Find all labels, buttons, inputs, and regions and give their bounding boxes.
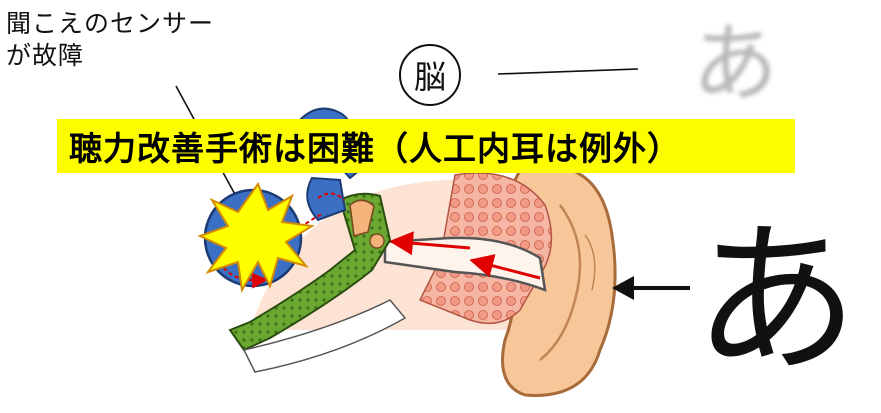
eustachian-tube	[228, 192, 392, 352]
brain-label: 脳	[399, 44, 461, 106]
incoming-sound-arrow-icon	[612, 276, 690, 300]
brain-leader-line	[497, 68, 639, 75]
tube-lining	[242, 299, 407, 373]
surgery-difficulty-banner: 聴力改善手術は困難（人工内耳は例外）	[57, 119, 795, 173]
sensor-failure-label: 聞こえのセンサー が故障	[6, 8, 336, 72]
sound-arrow-inner	[389, 231, 471, 256]
sensor-failure-line-2: が故障	[6, 41, 85, 70]
ossicles	[349, 199, 375, 238]
perceived-sound-blurred: あ	[692, 14, 778, 114]
outer-ear-fold	[539, 204, 582, 361]
incoming-sound-character: あ	[693, 204, 859, 396]
sound-arrow-outer	[469, 254, 541, 280]
damage-burst-icon	[197, 181, 315, 294]
sensor-failure-line-1: 聞こえのセンサー	[6, 9, 215, 38]
